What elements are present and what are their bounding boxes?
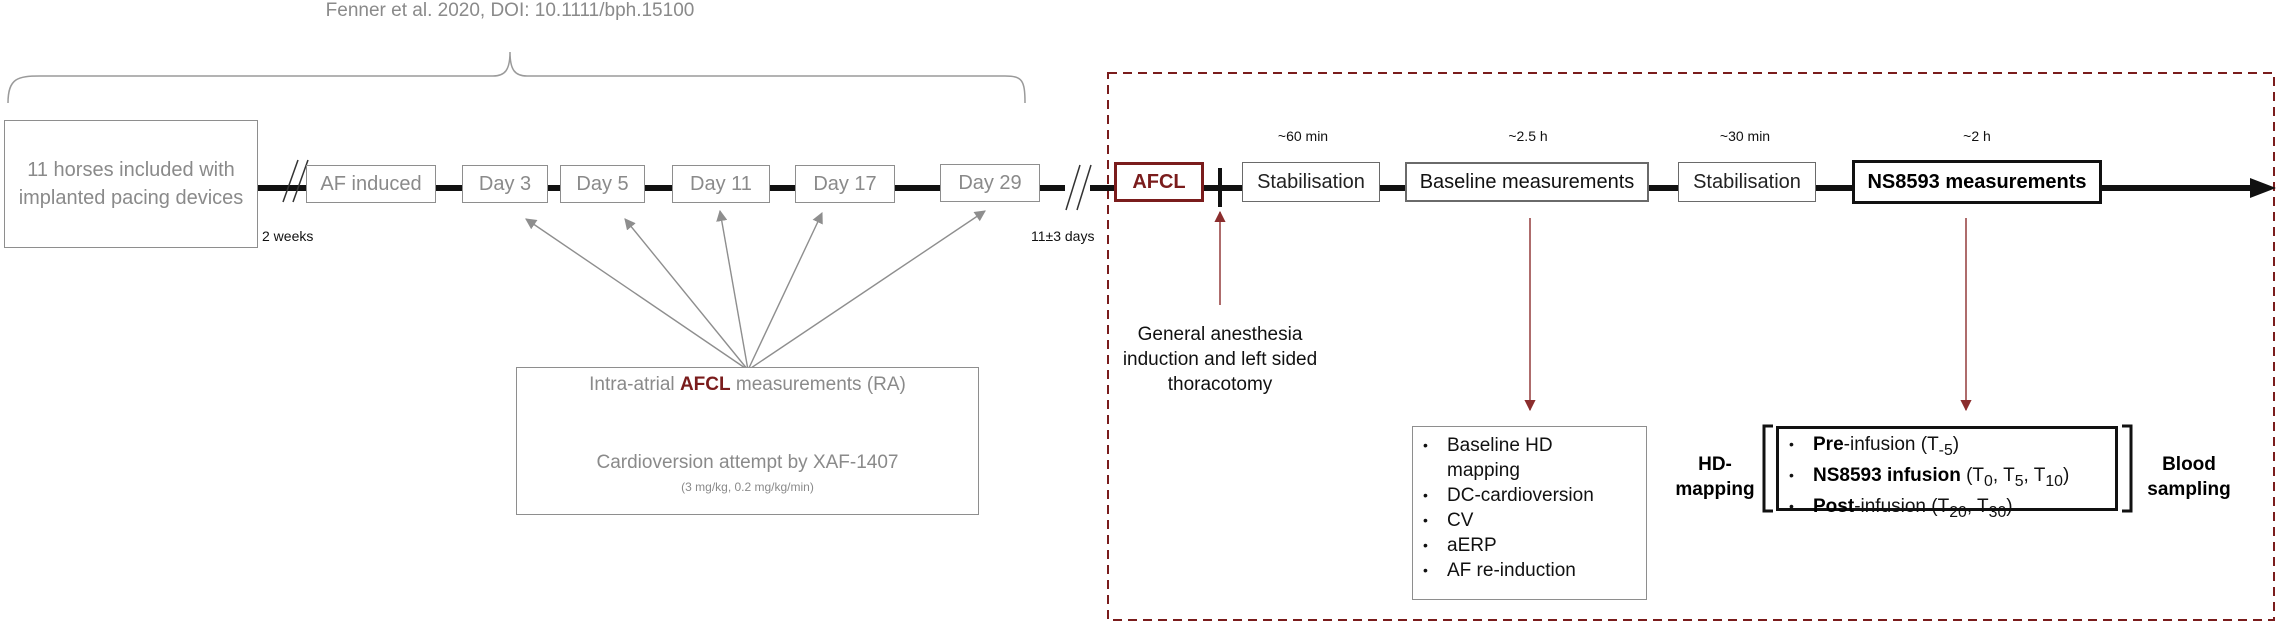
measurement-afcl: AFCL	[679, 374, 731, 395]
infusion-left-bracket	[1762, 424, 1773, 513]
break-mark-11-days	[1065, 164, 1092, 211]
measurement-line: Intra-atrial AFCL measurements (RA)	[517, 374, 978, 396]
infusion-pre: Pre-infusion (T-5)	[1779, 432, 2115, 463]
blood-sampling-label: Blood sampling	[2134, 452, 2244, 502]
horses-line-2: implanted pacing devices	[18, 187, 244, 209]
anesthesia-note: General anesthesia induction and left si…	[1080, 322, 1360, 397]
duration-stab1: ~60 min	[1277, 128, 1329, 144]
infusion-right-bracket	[2122, 424, 2133, 513]
horses-box: 11 horses included with implanted pacing…	[4, 120, 258, 248]
infusion-box: Pre-infusion (T-5) NS8593 infusion (T0, …	[1776, 426, 2118, 520]
baseline-item-dc: DC-cardioversion	[1413, 483, 1646, 508]
two-weeks-label: 2 weeks	[262, 228, 314, 244]
duration-stab2: ~30 min	[1719, 128, 1771, 144]
infusion-post: Post-infusion (T20, T30)	[1779, 494, 2115, 525]
blood-label-line-1: Blood	[2162, 454, 2216, 475]
anesthesia-line-2: induction and left sided	[1122, 349, 1318, 370]
blood-label-line-2: sampling	[2147, 479, 2231, 500]
day-11-box: Day 11	[672, 165, 770, 203]
baseline-item-aerp: aERP	[1413, 533, 1646, 558]
surgery-phase-frame	[1107, 72, 2275, 621]
day-3-box: Day 3	[462, 165, 548, 203]
stabilisation-1-box: Stabilisation	[1242, 162, 1380, 202]
dose-line: (3 mg/kg, 0.2 mg/kg/min)	[681, 480, 814, 494]
infusion-ns8593: NS8593 infusion (T0, T5, T10)	[1779, 463, 2115, 494]
duration-ns8593: ~2 h	[1963, 128, 1991, 144]
measurement-prefix: Intra-atrial	[589, 374, 680, 395]
hd-label-line-2: mapping	[1675, 479, 1755, 500]
baseline-item-cv: CV	[1413, 508, 1646, 533]
duration-baseline: ~2.5 h	[1508, 128, 1548, 144]
anesthesia-line-3: thoracotomy	[1167, 374, 1273, 395]
red-arrows	[1214, 210, 1972, 412]
stabilisation-2-box: Stabilisation	[1678, 162, 1816, 202]
cardioversion-line: Cardioversion attempt by XAF-1407	[596, 452, 899, 473]
afcl-box: AFCL	[1114, 162, 1204, 202]
hd-label-line-1: HD-	[1698, 454, 1732, 475]
infusion-list: Pre-infusion (T-5) NS8593 infusion (T0, …	[1779, 432, 2115, 524]
afcl-measurement-box: Intra-atrial AFCL measurements (RA) Card…	[516, 367, 979, 515]
day-29-box: Day 29	[940, 164, 1040, 202]
break-mark-2-weeks	[282, 159, 309, 203]
day-17-box: Day 17	[795, 165, 895, 203]
anesthesia-line-1: General anesthesia	[1137, 324, 1303, 345]
measurement-suffix: measurements (RA)	[730, 374, 906, 395]
citation-brace	[7, 51, 1026, 104]
timeline-arrowhead	[2250, 178, 2276, 198]
day-5-box: Day 5	[560, 165, 645, 203]
baseline-measurements-box: Baseline measurements	[1405, 162, 1649, 202]
baseline-item-af: AF re-induction	[1413, 558, 1646, 583]
ns8593-measurements-box: NS8593 measurements	[1852, 160, 2102, 204]
hd-mapping-label: HD- mapping	[1670, 452, 1760, 502]
citation-text: Fenner et al. 2020, DOI: 10.1111/bph.151…	[325, 0, 695, 21]
horses-line-1: 11 horses included with	[27, 159, 235, 181]
eleven-days-label: 11±3 days	[1031, 228, 1095, 244]
af-induced-box: AF induced	[306, 165, 436, 203]
